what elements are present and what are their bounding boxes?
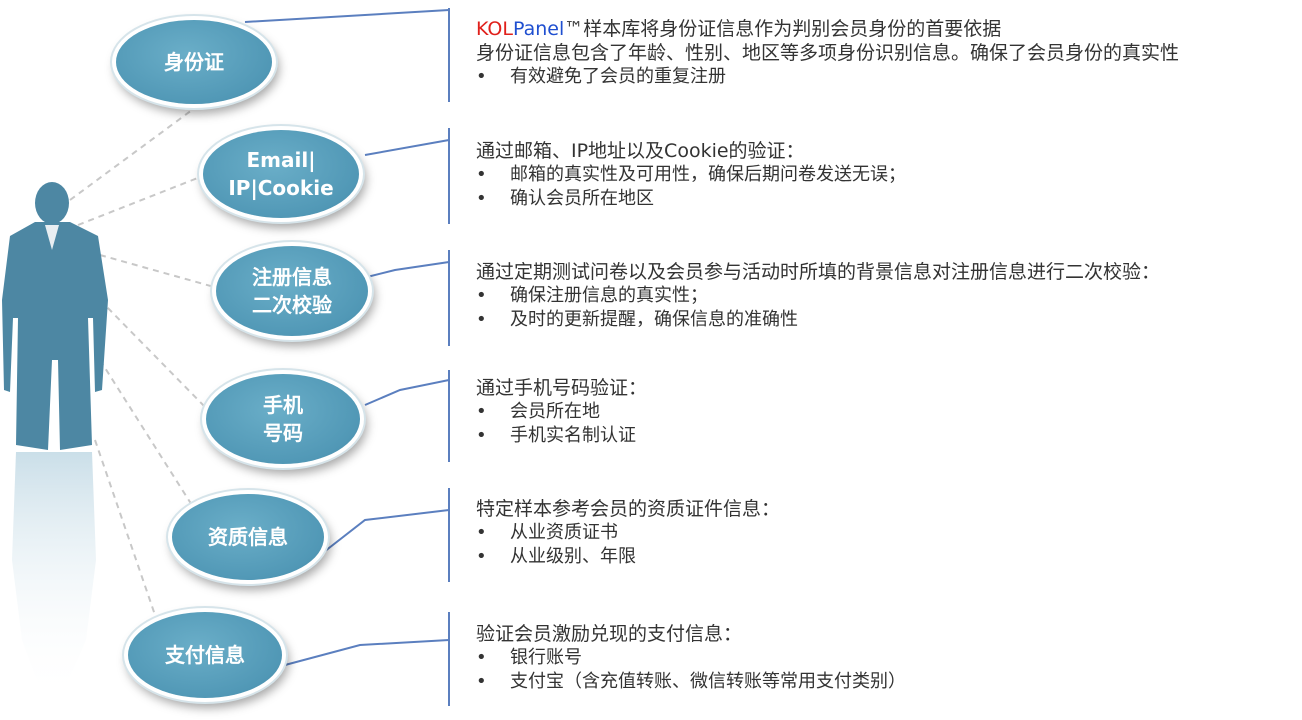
block-id-card: KOLPanel™样本库将身份证信息作为判别会员身份的首要依据 身份证信息包含了… — [476, 17, 1296, 89]
dashed-connector-2 — [77, 169, 219, 226]
block-email-ip-cookie-bullet-2: • 确认会员所在地区 — [476, 187, 1296, 211]
block-qualification: 特定样本参考会员的资质证件信息： • 从业资质证书 • 从业级别、年限 — [476, 497, 1296, 569]
bullet-dot: • — [476, 401, 487, 422]
block-id-card-title: KOLPanel™样本库将身份证信息作为判别会员身份的首要依据 — [476, 17, 1296, 41]
node-registration-recheck-label: 注册信息 二次校验 — [252, 265, 332, 317]
node-payment: 支付信息 — [128, 612, 282, 698]
block-qualification-bullet-2-text: 从业级别、年限 — [510, 546, 636, 567]
block-qualification-bullet-2: • 从业级别、年限 — [476, 545, 1296, 569]
block-qualification-bullet-1: • 从业资质证书 — [476, 521, 1296, 545]
node-registration-recheck: 注册信息 二次校验 — [216, 246, 368, 336]
connector-6 — [284, 639, 450, 666]
dashed-connector-5 — [99, 359, 196, 511]
bullet-dot: • — [476, 425, 487, 446]
bullet-dot: • — [476, 309, 487, 330]
bullet-dot: • — [476, 647, 487, 668]
block-payment-bullet-2-text: 支付宝（含充值转账、微信转账等常用支付类别） — [510, 671, 906, 692]
connector-4 — [364, 379, 450, 406]
block-mobile-number-bullet-2: • 手机实名制认证 — [476, 424, 1296, 448]
bullet-dot: • — [476, 188, 487, 209]
block-email-ip-cookie-bullet-1-text: 邮箱的真实性及可用性，确保后期问卷发送无误； — [510, 164, 906, 185]
block-registration-recheck-bullet-2-text: 及时的更新提醒，确保信息的准确性 — [510, 309, 798, 330]
block-payment-bullet-1: • 银行账号 — [476, 646, 1296, 670]
person-reflection — [12, 452, 96, 700]
block-mobile-number: 通过手机号码验证： • 会员所在地 • 手机实名制认证 — [476, 376, 1296, 448]
dashed-connector-1 — [69, 109, 193, 201]
block-qualification-bullet-1-text: 从业资质证书 — [510, 522, 618, 543]
block-mobile-number-bullet-1: • 会员所在地 — [476, 400, 1296, 424]
bullet-dot: • — [476, 285, 487, 306]
connector-3 — [354, 261, 450, 281]
block-email-ip-cookie: 通过邮箱、IP地址以及Cookie的验证： • 邮箱的真实性及可用性，确保后期问卷… — [476, 139, 1296, 211]
block-id-card-bullet-1: • 有效避免了会员的重复注册 — [476, 65, 1296, 89]
block-qualification-title: 特定样本参考会员的资质证件信息： — [476, 498, 781, 520]
block-email-ip-cookie-title: 通过邮箱、IP地址以及Cookie的验证： — [476, 140, 805, 162]
connector-1 — [244, 9, 450, 23]
bullet-dot: • — [476, 164, 487, 185]
block-id-card-line2: 身份证信息包含了年龄、性别、地区等多项身份识别信息。确保了会员身份的真实性 — [476, 42, 1180, 64]
block-mobile-number-title: 通过手机号码验证： — [476, 377, 648, 399]
node-qualification-label: 资质信息 — [208, 525, 288, 549]
block-id-card-bullet-1-text: 有效避免了会员的重复注册 — [510, 66, 726, 87]
dashed-connector-6 — [94, 439, 156, 616]
block-id-card-title-rest: ™样本库将身份证信息作为判别会员身份的首要依据 — [564, 18, 1002, 40]
bullet-dot: • — [476, 522, 487, 543]
node-qualification: 资质信息 — [172, 494, 324, 580]
block-registration-recheck: 通过定期测试问卷以及会员参与活动时所填的背景信息对注册信息进行二次校验： • 确保… — [476, 260, 1296, 332]
solid-connectors — [244, 9, 450, 666]
block-registration-recheck-title: 通过定期测试问卷以及会员参与活动时所填的背景信息对注册信息进行二次校验： — [476, 261, 1161, 283]
block-payment-bullet-2: • 支付宝（含充值转账、微信转账等常用支付类别） — [476, 670, 1296, 694]
dashed-connector-4 — [99, 299, 209, 411]
connector-2 — [364, 139, 450, 156]
node-id-card: 身份证 — [116, 20, 272, 104]
block-email-ip-cookie-bullet-2-text: 确认会员所在地区 — [510, 188, 654, 209]
bullet-dot: • — [476, 66, 487, 87]
block-mobile-number-bullet-2-text: 手机实名制认证 — [510, 425, 636, 446]
node-email-ip-cookie-label: Email| IP|Cookie — [228, 148, 334, 200]
bullet-dot: • — [476, 671, 487, 692]
block-payment-bullet-1-text: 银行账号 — [510, 647, 582, 668]
dashed-connector-3 — [99, 254, 226, 291]
brand-panel: Panel — [512, 18, 565, 40]
block-registration-recheck-bullet-1-text: 确保注册信息的真实性； — [510, 285, 708, 306]
block-mobile-number-bullet-1-text: 会员所在地 — [510, 401, 600, 422]
block-email-ip-cookie-bullet-1: • 邮箱的真实性及可用性，确保后期问卷发送无误； — [476, 163, 1296, 187]
connector-5 — [319, 509, 450, 556]
person-silhouette-icon — [2, 182, 108, 450]
node-mobile-number-label: 手机 号码 — [263, 393, 303, 445]
block-payment-title: 验证会员激励兑现的支付信息： — [476, 623, 743, 645]
brand-kol: KOL — [476, 18, 513, 40]
node-mobile-number: 手机 号码 — [206, 374, 360, 464]
block-registration-recheck-bullet-2: • 及时的更新提醒，确保信息的准确性 — [476, 308, 1296, 332]
node-id-card-label: 身份证 — [164, 50, 224, 74]
node-payment-label: 支付信息 — [165, 643, 245, 667]
bullet-dot: • — [476, 546, 487, 567]
dashed-connectors — [69, 109, 226, 616]
block-payment: 验证会员激励兑现的支付信息： • 银行账号 • 支付宝（含充值转账、微信转账等常用支… — [476, 622, 1296, 694]
block-registration-recheck-bullet-1: • 确保注册信息的真实性； — [476, 284, 1296, 308]
node-email-ip-cookie: Email| IP|Cookie — [203, 130, 359, 218]
